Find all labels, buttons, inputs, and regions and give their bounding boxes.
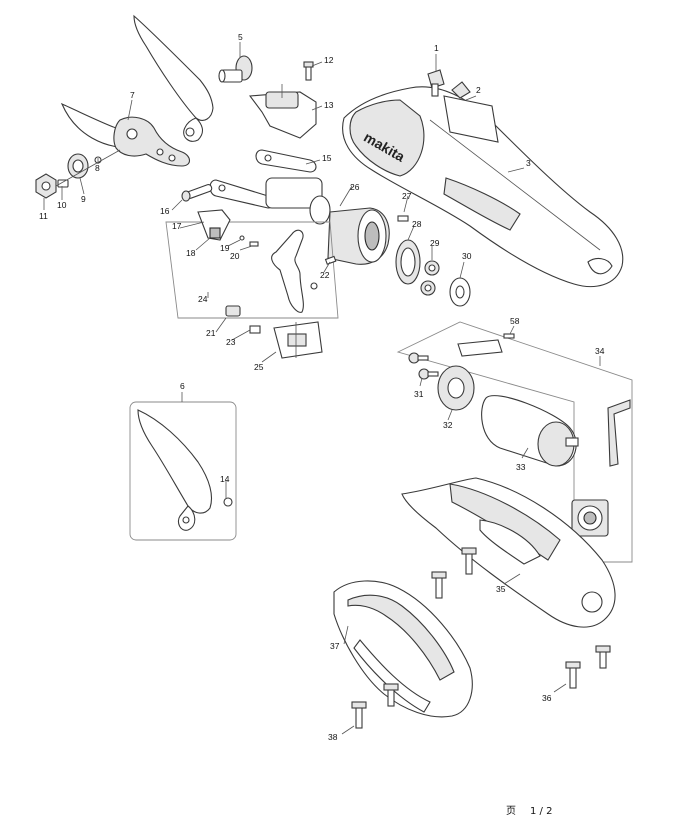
parts-21-23-25: [225, 305, 323, 359]
frame-24: [165, 221, 339, 319]
callout-18: 18: [186, 248, 196, 258]
callout-12: 12: [324, 55, 334, 65]
connector-socket: [571, 499, 609, 537]
callout-17: 17: [172, 221, 182, 231]
callout-19: 19: [220, 243, 230, 253]
link-plate-15: [209, 149, 317, 209]
plate-58: [457, 333, 515, 357]
leader-lines: [43, 42, 601, 735]
callout-16: 16: [160, 206, 170, 216]
bracket-32: [437, 365, 475, 411]
callout-22: 22: [320, 270, 330, 280]
callout-34: 34: [595, 346, 605, 356]
callout-21: 21: [206, 328, 216, 338]
callout-3: 3: [526, 158, 531, 168]
callout-9: 9: [81, 194, 86, 204]
frame-34: [396, 321, 633, 563]
callout-6: 6: [180, 381, 185, 391]
callout-2: 2: [476, 85, 481, 95]
housing-35: [401, 477, 616, 628]
screw-22: [324, 255, 337, 265]
callout-29: 29: [430, 238, 440, 248]
callout-24: 24: [198, 294, 208, 304]
pin-16: [181, 184, 213, 202]
lower-blade-7: [60, 102, 191, 167]
callout-1: 1: [434, 43, 439, 53]
callout-11: 11: [39, 211, 48, 221]
housing-3: makita: [342, 86, 624, 288]
screw-12: [303, 61, 314, 81]
motor-33: [481, 395, 579, 467]
callout-37: 37: [330, 641, 340, 651]
callout-7: 7: [130, 90, 135, 100]
page-label: 页: [506, 806, 516, 817]
callout-5: 5: [238, 32, 243, 42]
frame-6: [129, 401, 237, 541]
blade-6: [137, 409, 233, 531]
bracket-13: [248, 84, 317, 139]
trigger-parts-17-20: [197, 209, 259, 247]
callout-20: 20: [230, 251, 240, 261]
spacer-5: [218, 55, 253, 83]
callout-14: 14: [220, 474, 230, 484]
callout-25: 25: [254, 362, 264, 372]
callout-labels: 1 2 3 5 6 7 8 9 10 11 12 13 14 15 16 17 …: [39, 32, 605, 742]
callout-58: 58: [510, 316, 520, 326]
callout-26: 26: [350, 182, 360, 192]
page-indicator: 页 1 / 2: [506, 802, 552, 817]
handle-37: [333, 580, 473, 718]
callout-28: 28: [412, 219, 422, 229]
screws-36: [431, 547, 611, 689]
screws-38: [351, 683, 399, 729]
page-number: 1 / 2: [530, 806, 553, 817]
callout-33: 33: [516, 462, 526, 472]
callout-36: 36: [542, 693, 552, 703]
cover-plate-34: [607, 399, 631, 467]
screw-1-and-label-2: [427, 69, 499, 143]
screws-31: [408, 352, 439, 380]
callout-31: 31: [414, 389, 424, 399]
callout-23: 23: [226, 337, 236, 347]
upper-blade: [133, 14, 214, 142]
callout-8: 8: [95, 163, 100, 173]
callout-15: 15: [322, 153, 332, 163]
cylinder-26: [265, 177, 390, 265]
callout-38: 38: [328, 732, 338, 742]
callout-10: 10: [57, 200, 67, 210]
pivot-hardware: [35, 149, 121, 199]
callout-35: 35: [496, 584, 506, 594]
trigger-lever: [271, 229, 318, 313]
callout-30: 30: [462, 251, 472, 261]
callout-13: 13: [324, 100, 334, 110]
ring-28-bearings-29-washer-30: [395, 215, 471, 307]
callout-27: 27: [402, 191, 412, 201]
callout-32: 32: [443, 420, 453, 430]
